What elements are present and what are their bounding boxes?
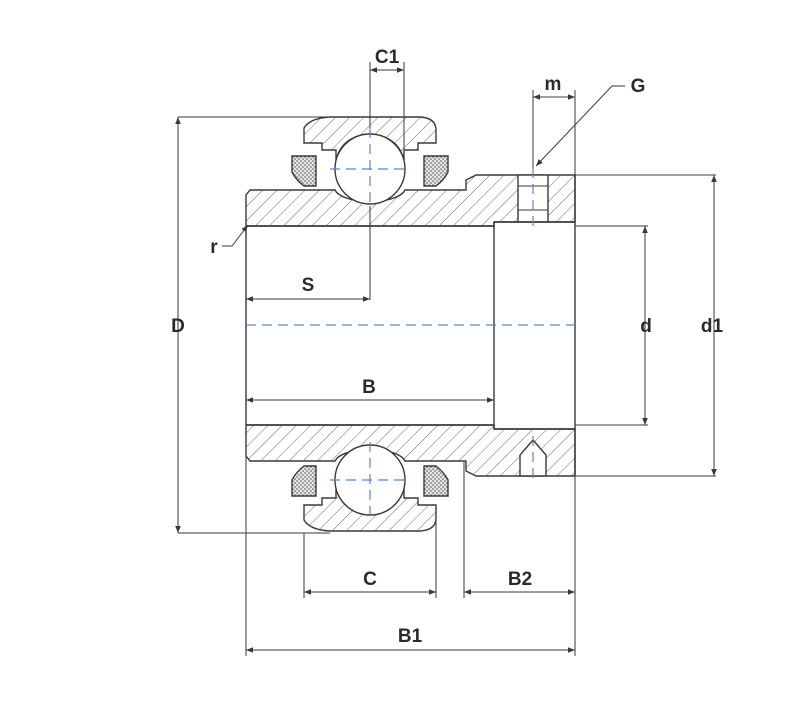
label-C1: C1 (375, 47, 400, 68)
label-d1: d1 (701, 316, 724, 337)
label-B: B (362, 377, 376, 398)
seal-right-bottom (423, 465, 449, 497)
leader-G (535, 85, 625, 167)
label-D: D (171, 316, 185, 337)
leader-r (222, 224, 249, 247)
set-screw (517, 174, 549, 223)
label-d: d (640, 316, 652, 337)
bearing-body (245, 116, 576, 532)
label-G: G (631, 76, 646, 97)
label-r: r (210, 237, 218, 258)
seal-left-bottom (291, 465, 317, 497)
center-lines (246, 128, 580, 520)
label-m: m (545, 74, 562, 95)
seal-left-top (291, 155, 317, 187)
label-C: C (363, 569, 377, 590)
label-S: S (302, 275, 315, 296)
dimension-lines (175, 62, 717, 656)
label-B2: B2 (508, 569, 532, 590)
label-B1: B1 (398, 626, 423, 647)
dimension-labels: C1 m G r S D d d1 B C B2 B1 (171, 47, 723, 647)
seal-right-top (423, 155, 449, 187)
